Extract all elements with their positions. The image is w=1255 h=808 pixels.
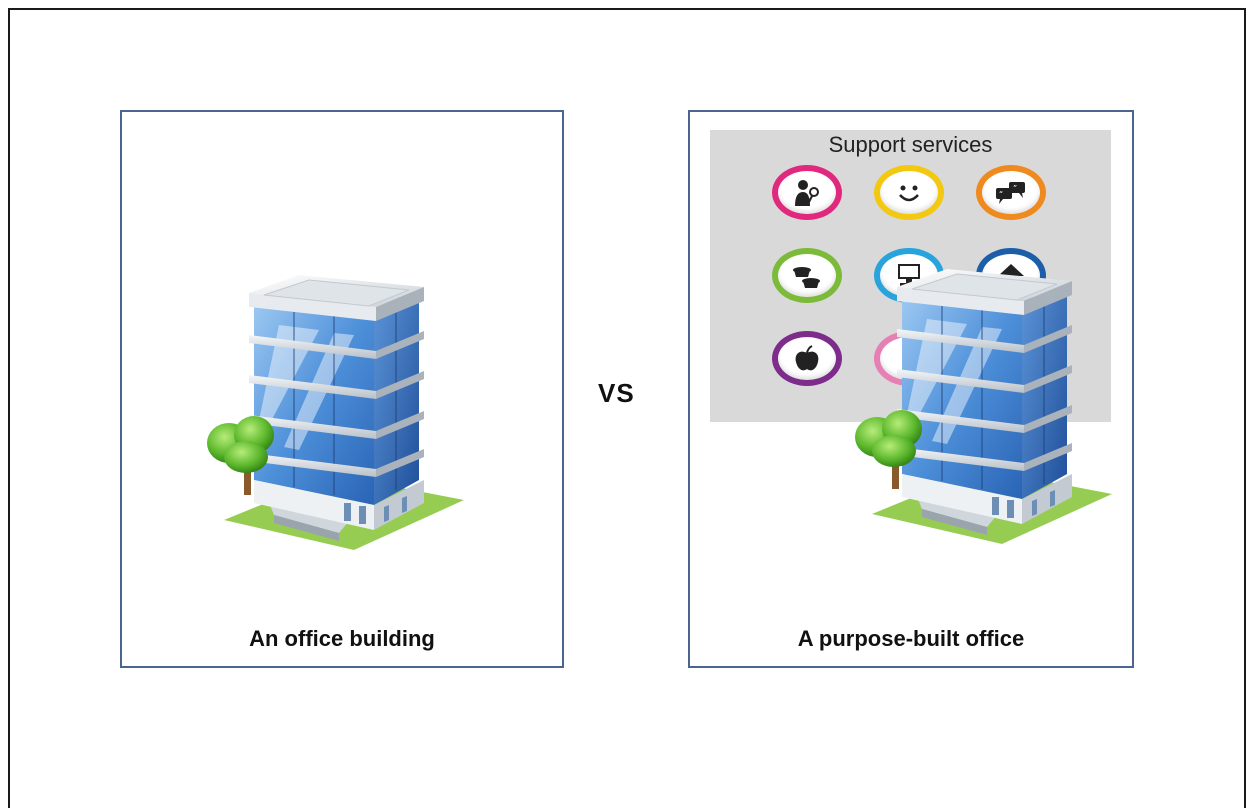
vs-label: VS [598,378,635,408]
coffee-cups-icon [772,248,842,303]
apple-icon [772,331,842,386]
slide-frame [8,8,1246,808]
purpose-built-office-caption: A purpose-built office [797,626,1025,651]
office-building-icon [206,274,465,551]
person-microphone-icon [772,165,842,220]
chat-bubbles-icon: “” [976,165,1046,220]
office-building-icon [854,268,1113,545]
support-services-title: Support services [828,132,993,157]
svg-text:“: “ [999,190,1003,199]
purpose-built-office-panel: Support services “” A purpose-built offi… [688,110,1134,668]
office-building-caption: An office building [249,626,435,651]
office-building-panel: An office building [120,110,564,668]
svg-text:”: ” [1013,184,1017,193]
smiley-icon [874,165,944,220]
